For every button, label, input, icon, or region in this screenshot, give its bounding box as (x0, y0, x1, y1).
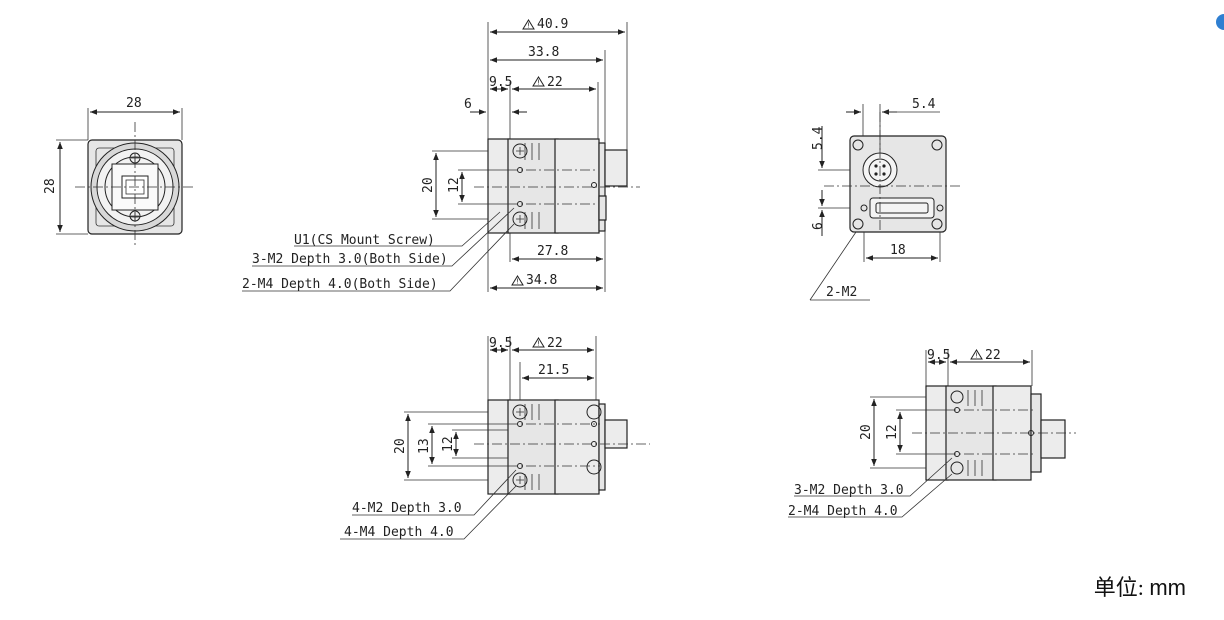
side-h12-label: 12 (447, 177, 462, 193)
top-d215-label: 21.5 (538, 363, 569, 378)
side-m2-callout: 3-M2 Depth 3.0(Both Side) (252, 252, 448, 267)
rear-m2-callout: 2-M2 (826, 285, 857, 300)
front-height-label: 28 (43, 178, 58, 194)
rear-d18-label: 18 (890, 243, 906, 258)
front-view: 28 28 (43, 96, 196, 246)
top-h13-label: 13 (417, 438, 432, 454)
side-view: 40.9 33.8 9.5 22 6 20 12 27.8 34.8 U1(CS… (242, 17, 640, 292)
side-d6-label: 6 (464, 97, 472, 112)
top-m2-callout: 4-M2 Depth 3.0 (352, 501, 462, 516)
side-h20-label: 20 (421, 177, 436, 193)
bottom-view: 9.5 22 20 12 3-M2 Depth 3.0 2-M4 Depth 4… (788, 348, 1076, 519)
rear-d54v-label: 5.4 (811, 126, 826, 150)
top-d95-label: 9.5 (489, 336, 512, 351)
front-width-label: 28 (126, 96, 142, 111)
unit-label-text: 单位 (1093, 575, 1138, 600)
side-m4-callout: 2-M4 Depth 4.0(Both Side) (242, 277, 438, 292)
top-h12-label: 12 (441, 436, 456, 452)
side-u1-callout: U1(CS Mount Screw) (294, 233, 435, 248)
rear-d54h-label: 5.4 (912, 97, 936, 112)
bottom-h20-label: 20 (859, 424, 874, 440)
side-overall-label: 40.9 (537, 17, 568, 32)
unit-value: mm (1149, 575, 1186, 600)
side-len2-label: 27.8 (537, 244, 568, 259)
side-d95-label: 9.5 (489, 75, 512, 90)
bottom-m4-callout: 2-M4 Depth 4.0 (788, 504, 898, 519)
bottom-d95-label: 9.5 (927, 348, 950, 363)
side-d22-label: 22 (547, 75, 563, 90)
corner-indicator (1216, 14, 1224, 30)
bottom-m2-callout: 3-M2 Depth 3.0 (794, 483, 904, 498)
top-view: 9.5 22 21.5 20 13 12 4-M2 Depth 3.0 4-M4… (340, 336, 650, 540)
rear-view: 5.4 5.4 6 18 2-M2 (809, 97, 960, 301)
side-len1-label: 33.8 (528, 45, 559, 60)
top-d22-label: 22 (547, 336, 563, 351)
bottom-d22-label: 22 (985, 348, 1001, 363)
side-len3-label: 34.8 (526, 273, 557, 288)
unit-label: 单位: mm (1093, 575, 1186, 600)
top-m4-callout: 4-M4 Depth 4.0 (344, 525, 454, 540)
rear-d6-label: 6 (811, 222, 826, 230)
top-h20-label: 20 (393, 438, 408, 454)
bottom-h12-label: 12 (885, 424, 900, 440)
